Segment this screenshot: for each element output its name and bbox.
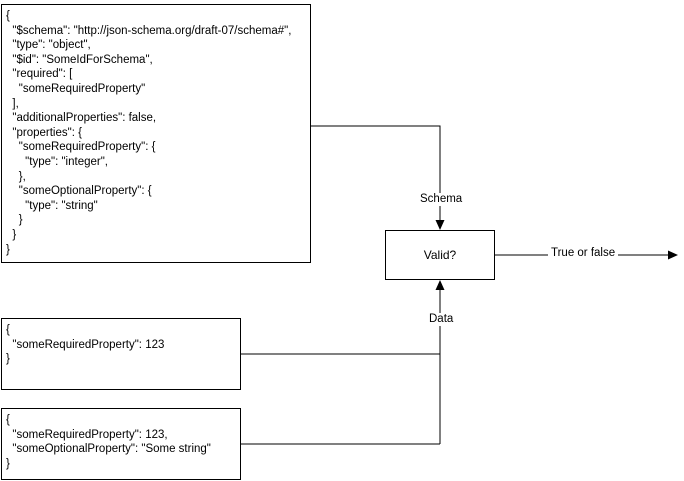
edge-label-schema: Schema [417, 193, 466, 206]
json-schema-code: { "$schema": "http://json-schema.org/dra… [6, 10, 292, 256]
edge-label-data: Data [426, 313, 457, 326]
edge-data-arrowhead [435, 280, 445, 290]
validator-label: Valid? [423, 248, 457, 262]
json-data-code-2: { "someRequiredProperty": 123, "someOpti… [6, 414, 211, 470]
json-data-code-1: { "someRequiredProperty": 123 } [6, 324, 165, 366]
edge-schema-to-validator [311, 125, 441, 224]
validator-box: Valid? [385, 230, 495, 280]
json-schema-box: { "$schema": "http://json-schema.org/dra… [1, 4, 311, 263]
json-data-box-2: { "someRequiredProperty": 123, "someOpti… [1, 408, 241, 480]
edge-label-result: True or false [548, 247, 619, 260]
edge-schema-arrowhead [435, 220, 445, 230]
edge-result-arrowhead [668, 250, 678, 260]
json-data-box-1: { "someRequiredProperty": 123 } [1, 318, 241, 390]
